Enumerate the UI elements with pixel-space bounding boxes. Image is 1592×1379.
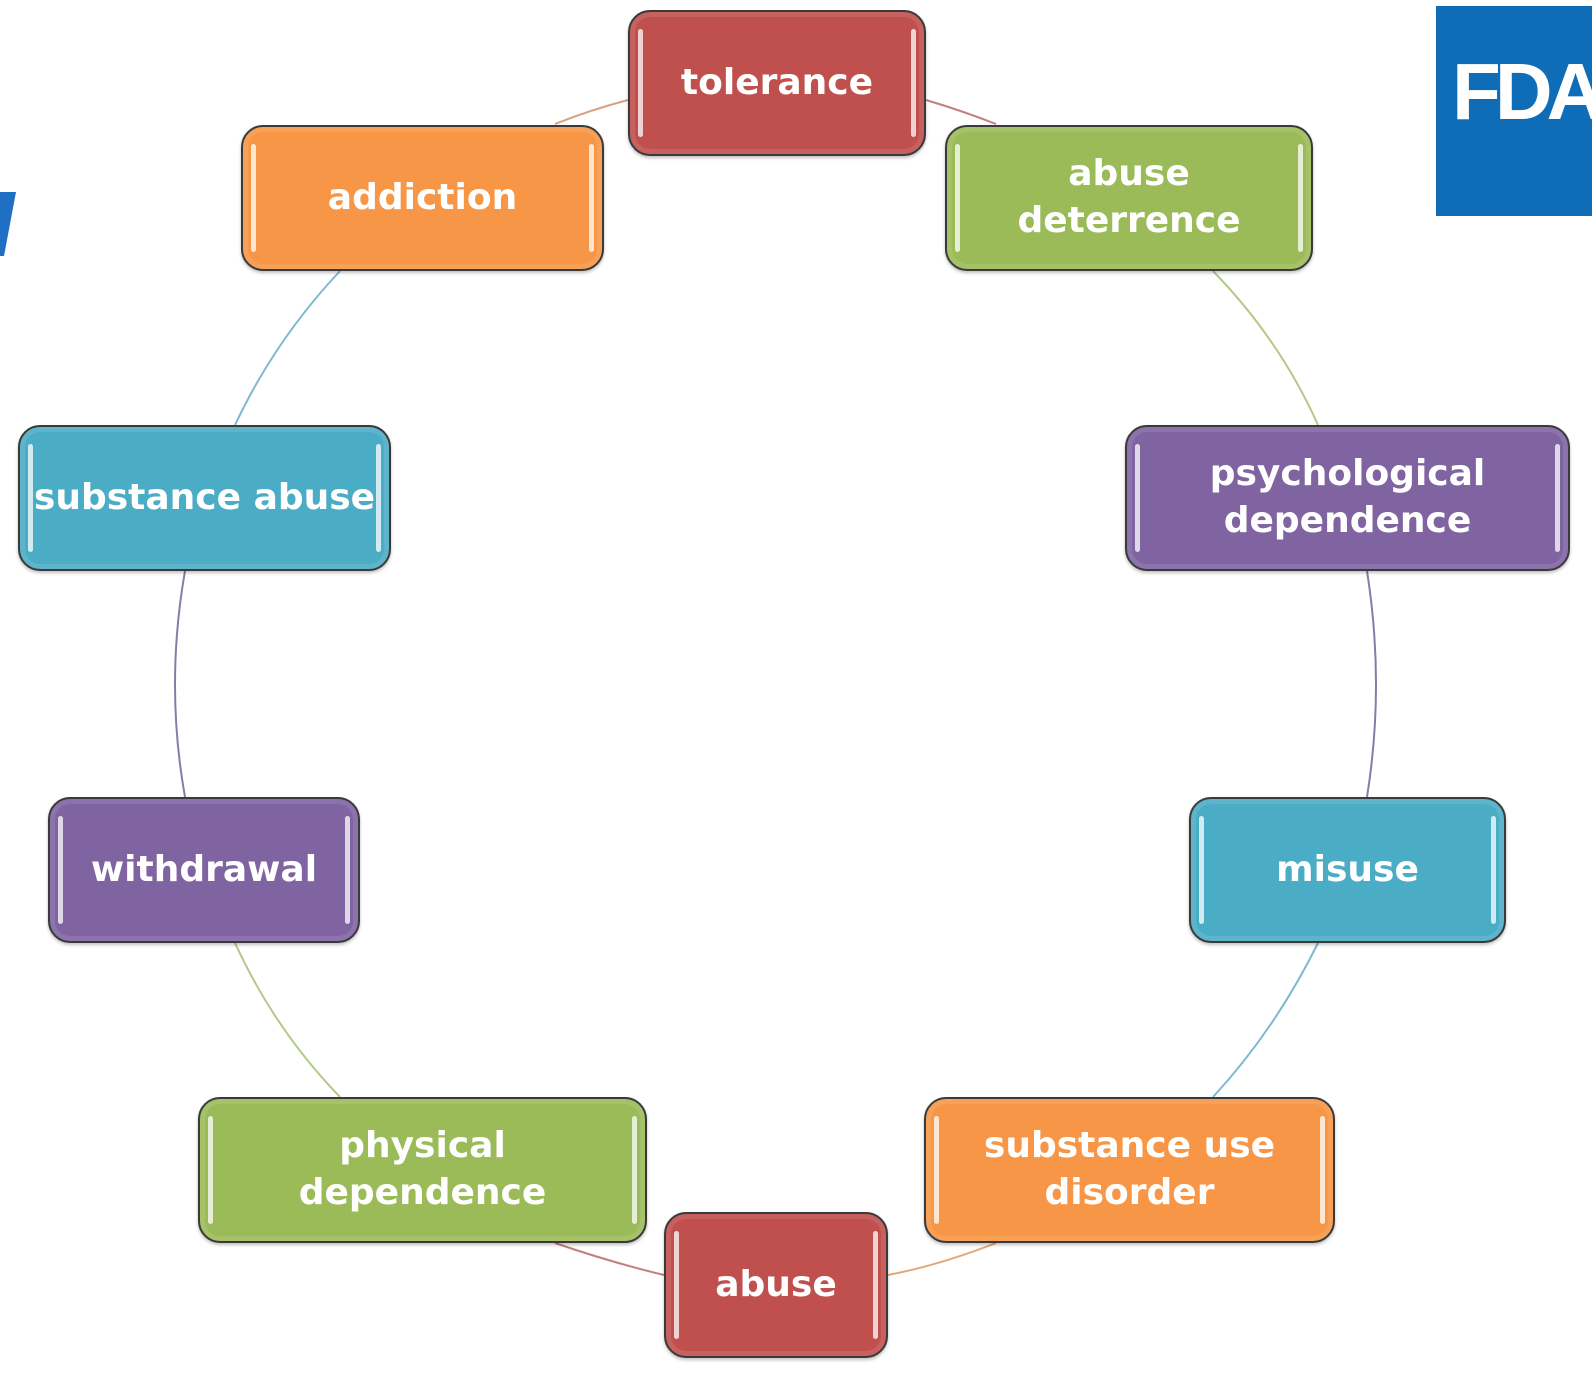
connector-substance-abuse-addiction xyxy=(234,270,341,426)
node-abuse: abuse xyxy=(664,1212,888,1358)
node-label: psychological dependence xyxy=(1209,453,1486,541)
node-label: addiction xyxy=(327,176,518,218)
node-addiction: addiction xyxy=(241,125,604,271)
connector-substance-use-disorder-abuse xyxy=(887,1242,997,1276)
fda-logo: FDA xyxy=(1436,6,1592,216)
node-substance-abuse: substance abuse xyxy=(18,425,391,571)
node-substance-use-disorder: substance use disorder xyxy=(924,1097,1335,1243)
connector-physical-dependence-withdrawal xyxy=(234,942,341,1098)
node-label: abuse xyxy=(715,1263,837,1305)
connector-misuse-substance-use-disorder xyxy=(1212,942,1319,1098)
node-label: misuse xyxy=(1276,848,1419,890)
node-label: abuse deterrence xyxy=(1017,153,1241,241)
node-label: tolerance xyxy=(680,61,874,103)
node-misuse: misuse xyxy=(1189,797,1506,943)
connector-abuse-deterrence-psychological xyxy=(1212,270,1319,426)
node-label: substance use disorder xyxy=(983,1125,1276,1213)
node-physical-dependence: physical dependence xyxy=(198,1097,647,1243)
fda-logo-text: FDA xyxy=(1452,47,1592,136)
node-label: substance abuse xyxy=(33,476,376,518)
node-label: withdrawal xyxy=(90,848,318,890)
connector-withdrawal-substance-abuse xyxy=(174,570,186,798)
node-tolerance: tolerance xyxy=(628,10,926,156)
connector-abuse-physical-dependence xyxy=(554,1242,665,1276)
connector-psychological-misuse xyxy=(1366,570,1377,798)
partial-title-mark xyxy=(0,192,16,256)
node-abuse-deterrence: abuse deterrence xyxy=(945,125,1313,271)
connector-tolerance-abuse-deterrence xyxy=(925,99,997,125)
node-withdrawal: withdrawal xyxy=(48,797,360,943)
connector-addiction-tolerance xyxy=(554,99,629,125)
node-psychological-dependence: psychological dependence xyxy=(1125,425,1570,571)
node-label: physical dependence xyxy=(298,1125,547,1213)
partial-title-glyph xyxy=(0,192,16,256)
